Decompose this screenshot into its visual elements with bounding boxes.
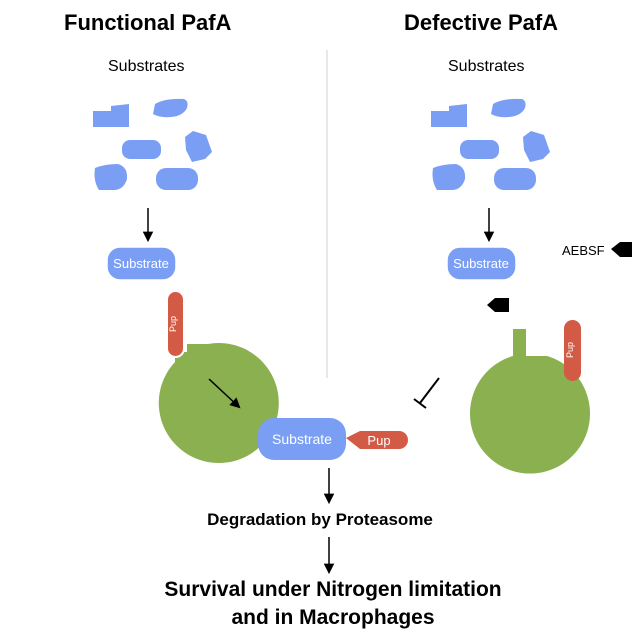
pup-bound-left: [166, 290, 185, 358]
substrate-box-right: [446, 246, 517, 281]
substrate-box-left: [106, 246, 177, 281]
degradation-label: Degradation by Proteasome: [207, 510, 433, 529]
substrate-box-product: [258, 418, 346, 460]
substrate-shape: [491, 98, 526, 118]
substrate-shape: [122, 140, 161, 159]
s119-pointer-left: [161, 311, 167, 321]
substrate-shape: [523, 131, 550, 162]
substrate-shape: [460, 140, 499, 159]
pafa-enzyme-right: [470, 329, 591, 474]
pup-tail-product: [346, 431, 408, 449]
aebsf-icon: [611, 242, 632, 257]
substrate-box-right-label: Substrate: [453, 256, 509, 271]
substrate-box-left-label: Substrate: [113, 256, 169, 271]
title-defective-pafa: Defective PafA: [404, 10, 559, 35]
inhibition-defective-to-product: [413, 377, 440, 409]
substrate-shape: [94, 164, 128, 190]
pup-label-right: Pup: [565, 342, 575, 358]
substrates-label-left: Substrates: [108, 58, 185, 75]
substrate-shape: [185, 131, 212, 162]
substrate-shape: [156, 168, 198, 190]
title-functional-pafa: Functional PafA: [64, 10, 232, 35]
survival-line-1: Survival under Nitrogen limitation: [164, 578, 502, 601]
aebsf-bound-inhibitor: [487, 298, 509, 312]
pup-product-label: Pup: [367, 433, 390, 448]
survival-line-2: and in Macrophages: [231, 606, 435, 629]
substrate-cluster-left: [93, 98, 212, 190]
aebsf-label: AEBSF: [562, 243, 605, 258]
substrate-shape: [432, 164, 466, 190]
pup-free: [564, 320, 581, 381]
arrow-functional-to-product: [208, 378, 241, 409]
substrate-shape: [93, 104, 129, 127]
substrate-cluster-right: [431, 98, 550, 190]
substrate-shape: [153, 98, 188, 118]
pafa-label-right: PafA: [443, 288, 474, 304]
s119-label-right: S119: [483, 317, 503, 327]
s119-label-left: S119: [142, 317, 162, 327]
substrates-label-right: Substrates: [448, 58, 525, 75]
substrate-shape: [494, 168, 536, 190]
pafa-enzyme-left: [158, 343, 279, 464]
pafa-label-left: PafA: [103, 288, 134, 304]
substrate-shape: [431, 104, 467, 127]
pup-label-left: Pup: [168, 316, 178, 332]
substrate-product-label: Substrate: [272, 431, 332, 447]
